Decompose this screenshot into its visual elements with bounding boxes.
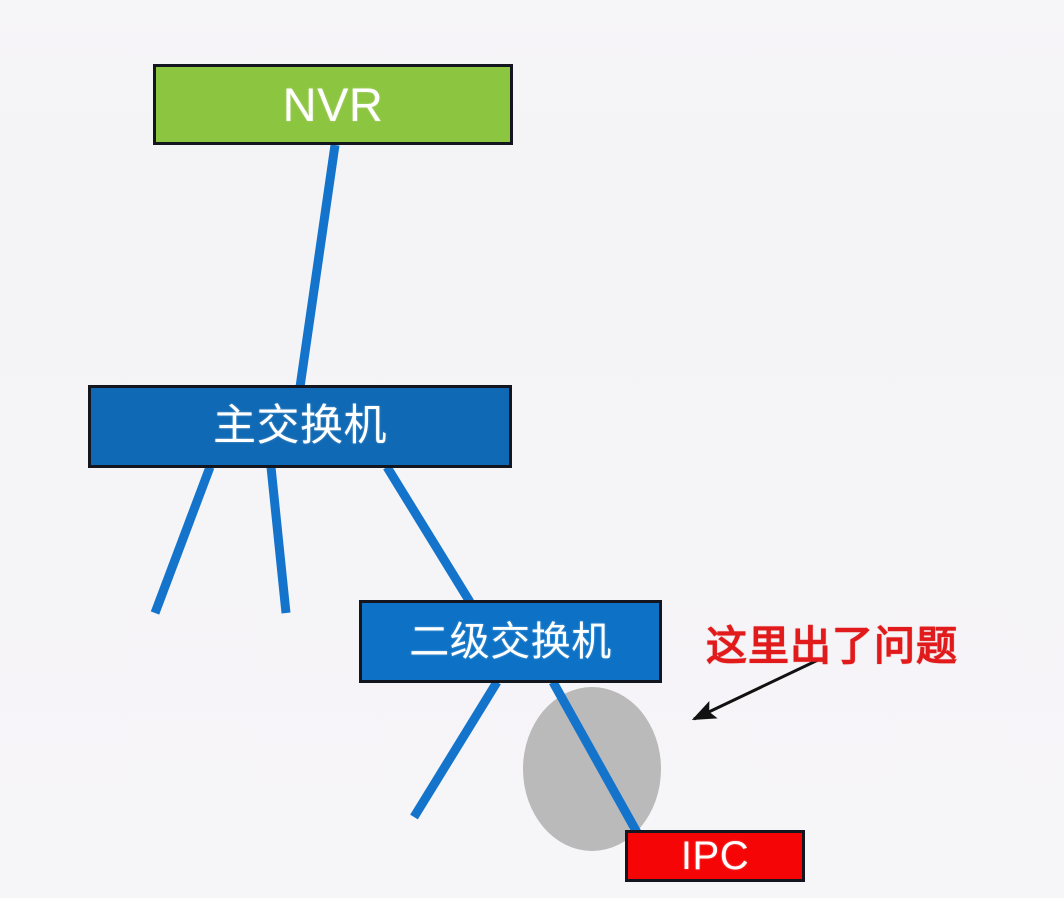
link-main-switch-branch-left [150,465,215,615]
node-nvr[interactable]: NVR [153,64,513,145]
link-nvr-to-main-switch [295,144,340,388]
fault-annotation-label: 这里出了问题 [706,622,958,670]
node-main-switch[interactable]: 主交换机 [88,385,512,468]
annotation-arrow [691,658,819,721]
fault-highlight-ellipse [523,687,661,851]
link-main-switch-to-secondary-switch [383,464,474,605]
link-secondary-switch-to-ipc [549,679,643,839]
link-secondary-switch-branch-left [410,679,501,820]
node-secondary-switch[interactable]: 二级交换机 [359,600,662,683]
node-ipc[interactable]: IPC [625,830,805,882]
link-main-switch-branch-middle [266,466,291,614]
